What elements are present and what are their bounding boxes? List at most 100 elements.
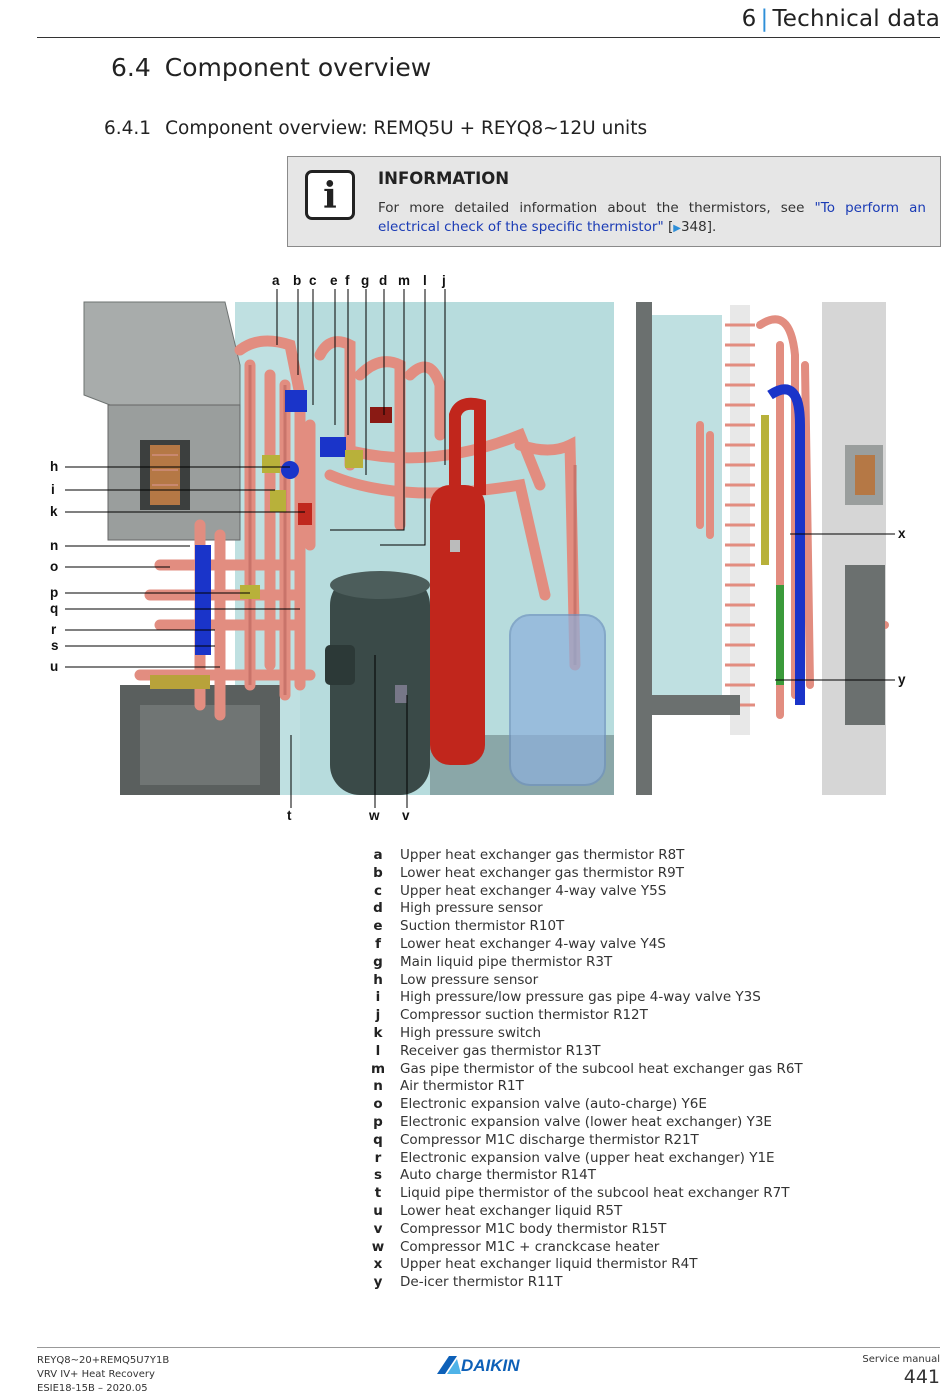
callout-e: e bbox=[330, 273, 338, 288]
chapter-title: Technical data bbox=[772, 6, 940, 32]
legend-key: f bbox=[375, 935, 381, 952]
info-text: For more detailed information about the … bbox=[378, 199, 926, 238]
header-rule bbox=[37, 37, 940, 38]
section-title: Component overview bbox=[164, 53, 432, 82]
legend-text: Lower heat exchanger 4-way valve Y4S bbox=[400, 935, 666, 952]
legend-key: o bbox=[373, 1096, 383, 1113]
legend-key: y bbox=[373, 1274, 383, 1291]
subsection-heading: 6.4.1 Component overview: REMQ5U + REYQ8~… bbox=[104, 118, 647, 139]
chapter-header: 6|Technical data bbox=[742, 6, 940, 32]
legend-key: m bbox=[370, 1060, 386, 1077]
callout-g: g bbox=[361, 273, 370, 288]
legend-text: Gas pipe thermistor of the subcool heat … bbox=[400, 1060, 803, 1077]
legend-text: De-icer thermistor R11T bbox=[400, 1274, 563, 1291]
callout-h: h bbox=[50, 459, 59, 474]
subsection-title: Component overview: REMQ5U + REYQ8~12U u… bbox=[165, 118, 648, 139]
footer-left: REYQ8~20+REMQ5U7Y1B VRV IV+ Heat Recover… bbox=[37, 1354, 169, 1394]
callout-t: t bbox=[287, 808, 292, 823]
legend-key: p bbox=[373, 1113, 383, 1130]
callout-a: a bbox=[272, 273, 280, 288]
info-text-body: For more detailed information about the … bbox=[378, 200, 815, 216]
legend-key: l bbox=[375, 1042, 381, 1059]
callout-leaders bbox=[65, 289, 895, 808]
information-box: i INFORMATION For more detailed informat… bbox=[287, 156, 941, 247]
callout-m: m bbox=[398, 273, 411, 288]
footer-model: REYQ8~20+REMQ5U7Y1B bbox=[37, 1355, 170, 1366]
legend-key: u bbox=[373, 1202, 383, 1219]
legend-text: Upper heat exchanger liquid thermistor R… bbox=[400, 1256, 698, 1273]
legend-key: i bbox=[375, 989, 381, 1006]
legend-key: c bbox=[373, 882, 382, 899]
component-figure: a b c e f g d m l j h i k n o p q r s u … bbox=[0, 265, 950, 835]
subsection-number: 6.4.1 bbox=[104, 118, 152, 139]
legend-key: b bbox=[373, 864, 383, 881]
legend-text: Auto charge thermistor R14T bbox=[400, 1167, 596, 1184]
legend-key: n bbox=[373, 1078, 383, 1095]
legend-text: Lower heat exchanger liquid R5T bbox=[400, 1202, 623, 1219]
callout-r: r bbox=[51, 622, 57, 637]
info-ref-close: ]. bbox=[706, 219, 717, 235]
callout-b: b bbox=[293, 273, 302, 288]
legend-text: Lower heat exchanger gas thermistor R9T bbox=[400, 864, 684, 881]
callout-u: u bbox=[50, 659, 59, 674]
legend-key: w bbox=[371, 1238, 385, 1255]
legend-key: d bbox=[373, 900, 383, 917]
info-ref-page[interactable]: 348 bbox=[680, 219, 707, 235]
footer-manual-label: Service manual bbox=[862, 1354, 940, 1365]
legend-text: Electronic expansion valve (upper heat e… bbox=[400, 1149, 775, 1166]
callout-d: d bbox=[379, 273, 388, 288]
info-ref-open: [ bbox=[663, 219, 674, 235]
page-number: 441 bbox=[903, 1366, 940, 1388]
callout-s: s bbox=[51, 638, 59, 653]
legend-text: Compressor M1C discharge thermistor R21T bbox=[400, 1131, 699, 1148]
legend-key: r bbox=[374, 1149, 382, 1166]
legend-text: Air thermistor R1T bbox=[400, 1078, 524, 1095]
legend-key: v bbox=[373, 1220, 383, 1237]
legend-text: Liquid pipe thermistor of the subcool he… bbox=[400, 1185, 790, 1202]
callout-k: k bbox=[50, 504, 58, 519]
legend-key: g bbox=[373, 953, 383, 970]
legend-text: High pressure switch bbox=[400, 1024, 542, 1041]
callout-c: c bbox=[309, 273, 317, 288]
legend-text: Suction thermistor R10T bbox=[400, 918, 565, 935]
page-ref-arrow-icon: ▶ bbox=[673, 223, 681, 234]
callout-l: l bbox=[423, 273, 427, 288]
callout-f: f bbox=[345, 273, 350, 288]
callout-o: o bbox=[50, 559, 59, 574]
legend-text: High pressure sensor bbox=[400, 900, 543, 917]
legend-text: Low pressure sensor bbox=[400, 971, 539, 988]
callout-y: y bbox=[898, 672, 906, 687]
footer-doc-code: ESIE18-15B – 2020.05 bbox=[37, 1383, 148, 1394]
callout-j: j bbox=[442, 273, 446, 288]
legend-text: Upper heat exchanger gas thermistor R8T bbox=[400, 847, 685, 863]
callout-x: x bbox=[898, 526, 906, 541]
legend-text: Receiver gas thermistor R13T bbox=[400, 1042, 601, 1059]
legend-key: j bbox=[375, 1007, 381, 1024]
legend-key: q bbox=[373, 1131, 383, 1148]
legend-text: High pressure/low pressure gas pipe 4-wa… bbox=[400, 989, 761, 1006]
legend-text: Upper heat exchanger 4-way valve Y5S bbox=[400, 882, 667, 899]
chapter-separator: | bbox=[760, 6, 769, 32]
legend-key: s bbox=[373, 1167, 383, 1184]
daikin-logo: DAIKIN bbox=[437, 1354, 542, 1376]
legend-text: Main liquid pipe thermistor R3T bbox=[400, 953, 613, 970]
legend-text: Compressor M1C body thermistor R15T bbox=[400, 1220, 667, 1237]
footer-right: Service manual 441 bbox=[862, 1354, 940, 1388]
legend-key: t bbox=[374, 1185, 382, 1202]
legend-key: e bbox=[373, 918, 383, 935]
callout-n: n bbox=[50, 538, 59, 553]
left-unit-view bbox=[83, 301, 614, 795]
legend-text: Electronic expansion valve (auto-charge)… bbox=[400, 1096, 707, 1113]
chapter-number: 6 bbox=[741, 6, 757, 32]
unit-illustration bbox=[65, 289, 895, 808]
legend-key: a bbox=[373, 847, 383, 863]
daikin-brand-text: DAIKIN bbox=[461, 1356, 520, 1375]
info-icon: i bbox=[305, 170, 355, 220]
footer-product: VRV IV+ Heat Recovery bbox=[37, 1369, 155, 1380]
legend-text: Compressor suction thermistor R12T bbox=[400, 1007, 648, 1024]
thermistor-check-link[interactable]: "To perform an electrical check of the s… bbox=[378, 200, 926, 235]
footer-rule bbox=[37, 1347, 940, 1348]
legend-text: Electronic expansion valve (lower heat e… bbox=[400, 1113, 772, 1130]
callout-i: i bbox=[51, 482, 55, 497]
